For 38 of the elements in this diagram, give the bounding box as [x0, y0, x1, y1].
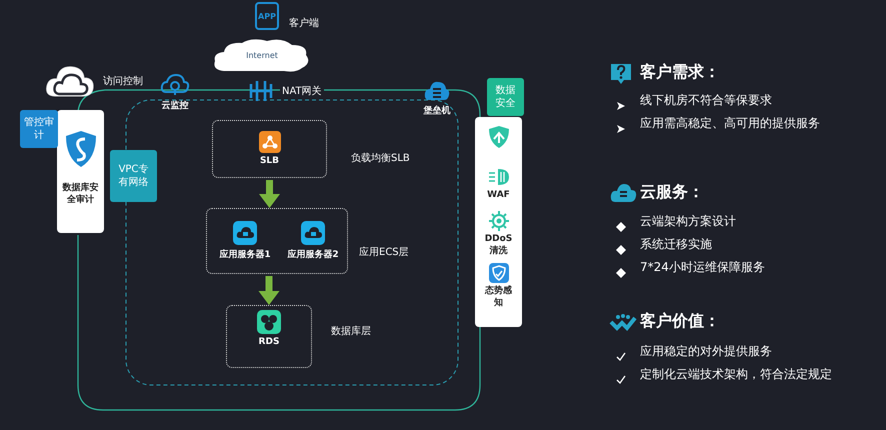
- bullet-text: 系统迁移实施: [640, 236, 712, 253]
- node-label: RDS: [258, 337, 280, 347]
- bullet-text: 7*24小时运维保障服务: [640, 259, 765, 276]
- layer-label: 应用ECS层: [359, 246, 409, 259]
- bullet-text: 线下机房不符合等保要求: [640, 92, 772, 109]
- bullet-text: 应用需高稳定、高可用的提供服务: [640, 115, 820, 132]
- node-label: 云监控: [162, 100, 188, 112]
- item-label: WAF: [486, 189, 511, 201]
- node-label: 客户端: [289, 16, 319, 30]
- bullet-text: 定制化云端技术架构，符合法定规定: [640, 366, 832, 383]
- tag-label: 数据安全: [494, 84, 516, 110]
- security-card: [57, 110, 104, 233]
- layer-label: 负载均衡SLB: [351, 152, 410, 165]
- arrow: [259, 180, 280, 208]
- node-label: 堡垒机: [424, 104, 450, 117]
- section-heading: 客户需求：: [640, 62, 720, 83]
- node-label: 应用服务器1: [219, 248, 271, 261]
- cloud-label: Internet: [246, 50, 278, 60]
- tag-label: VPC专有网络: [118, 163, 150, 189]
- tag-badge: [487, 78, 524, 116]
- node-label: 数据库安全审计: [62, 182, 100, 206]
- tag-label: 管控审计: [24, 116, 54, 142]
- node-label: 访问控制: [101, 74, 145, 88]
- section-heading: 云服务：: [640, 182, 704, 203]
- item-label: 态势感知: [484, 285, 513, 309]
- bullet-text: 应用稳定的对外提供服务: [640, 343, 772, 360]
- bullet-text: 云端架构方案设计: [640, 213, 736, 230]
- layer-label: 数据库层: [331, 324, 371, 338]
- arrow: [258, 276, 280, 305]
- security-card: [475, 117, 522, 327]
- icon-label: APP: [258, 12, 276, 20]
- node-label: 应用服务器2: [287, 248, 339, 261]
- item-label: DDoS清洗: [484, 233, 514, 257]
- node-label: SLB: [260, 156, 280, 166]
- node-label: NAT网关: [280, 84, 324, 98]
- section-heading: 客户价值：: [640, 311, 720, 332]
- tag-badge: [20, 110, 58, 148]
- tag-badge: [110, 150, 157, 202]
